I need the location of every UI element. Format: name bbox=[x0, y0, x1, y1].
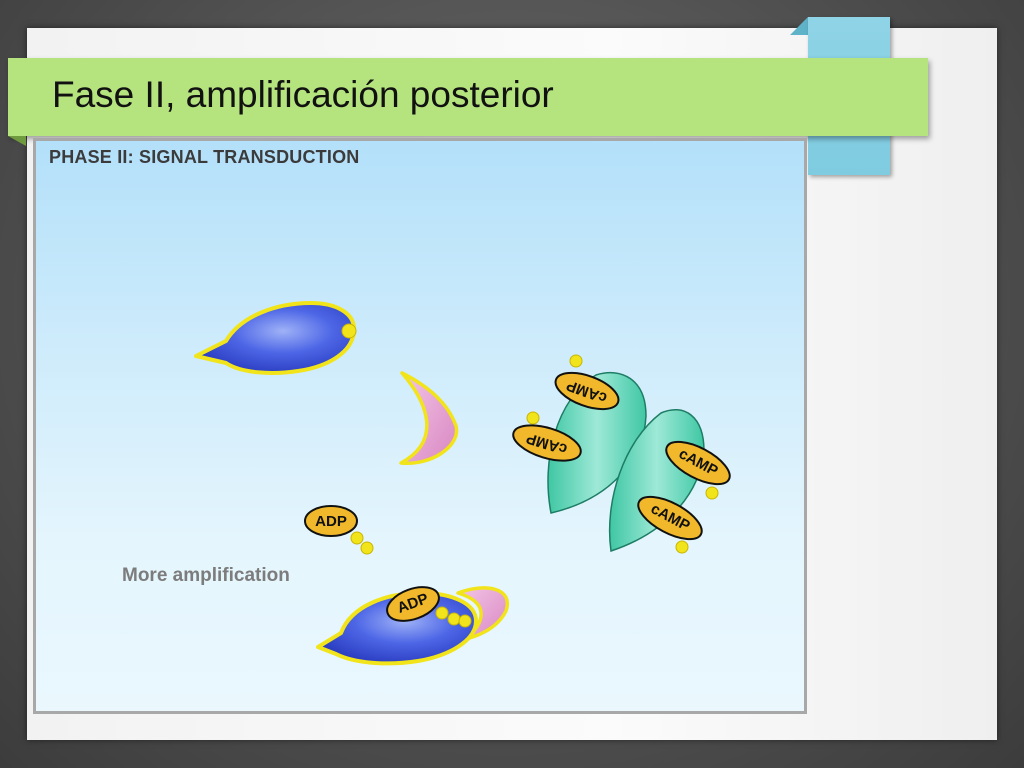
phosphate-dot bbox=[435, 606, 449, 620]
amplification-note: More amplification bbox=[122, 565, 290, 586]
phosphate-dot bbox=[360, 541, 374, 555]
adp-bound: ADP bbox=[386, 586, 440, 622]
title-bar bbox=[8, 58, 928, 136]
accent-fold bbox=[790, 17, 808, 35]
crescent-upper bbox=[399, 371, 459, 465]
camp-label-2: cAMP bbox=[512, 424, 582, 462]
regulatory-subunit-upper bbox=[194, 301, 357, 375]
adp-free: ADP bbox=[304, 505, 374, 555]
phosphate-dot bbox=[705, 486, 719, 500]
camp-label-1: cAMP bbox=[554, 371, 620, 411]
svg-text:ADP: ADP bbox=[315, 513, 347, 530]
slide-title: Fase II, amplificación posterior bbox=[52, 74, 554, 115]
phosphate-dot bbox=[569, 354, 583, 368]
crescent-lower bbox=[456, 586, 510, 641]
figure-heading: PHASE II: SIGNAL TRANSDUCTION bbox=[49, 147, 360, 167]
phosphate-dot bbox=[526, 411, 540, 425]
phosphate-dot bbox=[458, 614, 472, 628]
diagram-figure: PHASE II: SIGNAL TRANSDUCTION bbox=[33, 138, 807, 714]
phosphate-dot bbox=[675, 540, 689, 554]
diagram-art: cAMP cAMP cAMP cAMP ADP bbox=[194, 301, 731, 666]
title-bar-fold bbox=[8, 136, 26, 146]
phosphate-dot bbox=[341, 323, 357, 339]
phosphate-dot bbox=[447, 612, 461, 626]
phosphate-dot bbox=[350, 531, 364, 545]
